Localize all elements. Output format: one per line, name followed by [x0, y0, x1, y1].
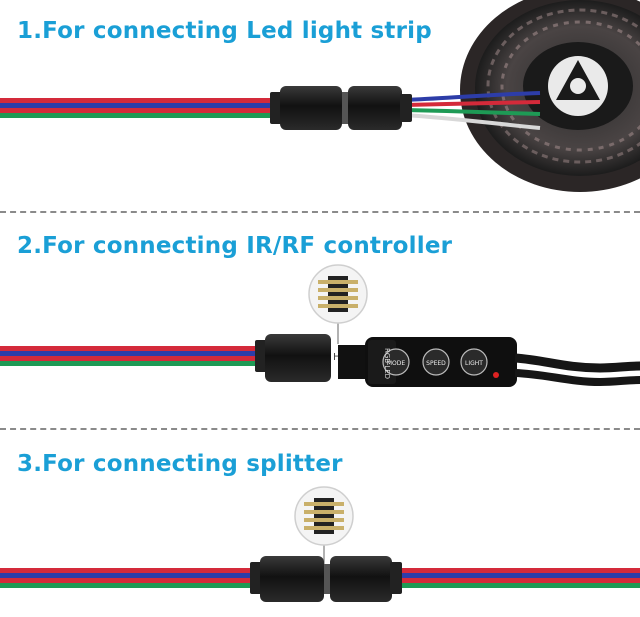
section-1-cable-left: [0, 98, 278, 118]
led-strip-reel-icon: [460, 0, 640, 192]
mode-button-label: MODE: [387, 360, 406, 367]
section-2-connector: [255, 334, 331, 382]
wire-blue: [0, 103, 278, 108]
section-2-cable-left: [0, 346, 262, 366]
controller-label: RGB LED: [383, 348, 391, 379]
wire-green: [0, 113, 278, 118]
section-1-cable-right: [404, 91, 541, 130]
light-button-label: LIGHT: [465, 360, 483, 367]
wire-red: [0, 108, 278, 113]
divider-2: [0, 428, 640, 430]
pin-header-icon: [294, 486, 354, 566]
divider-1: [0, 211, 640, 213]
section-3-title: 3.For connecting splitter: [17, 451, 343, 477]
section-2-title: 2.For connecting IR/RF controller: [17, 233, 453, 259]
pin-mark-label: H: [333, 352, 341, 363]
section-3-cable-left: [0, 568, 256, 588]
speed-button-label: SPEED: [426, 360, 446, 367]
section-3-cable-right: [396, 568, 640, 588]
section-1-connector-pair: [270, 86, 412, 130]
pin-header-icon: [308, 264, 368, 344]
section-3-connector-pair: [250, 556, 402, 602]
section-1-title: 1.For connecting Led light strip: [17, 18, 432, 44]
wire-red: [0, 98, 278, 103]
controller-power-cable: [514, 353, 640, 387]
controller-icon: [338, 337, 517, 387]
